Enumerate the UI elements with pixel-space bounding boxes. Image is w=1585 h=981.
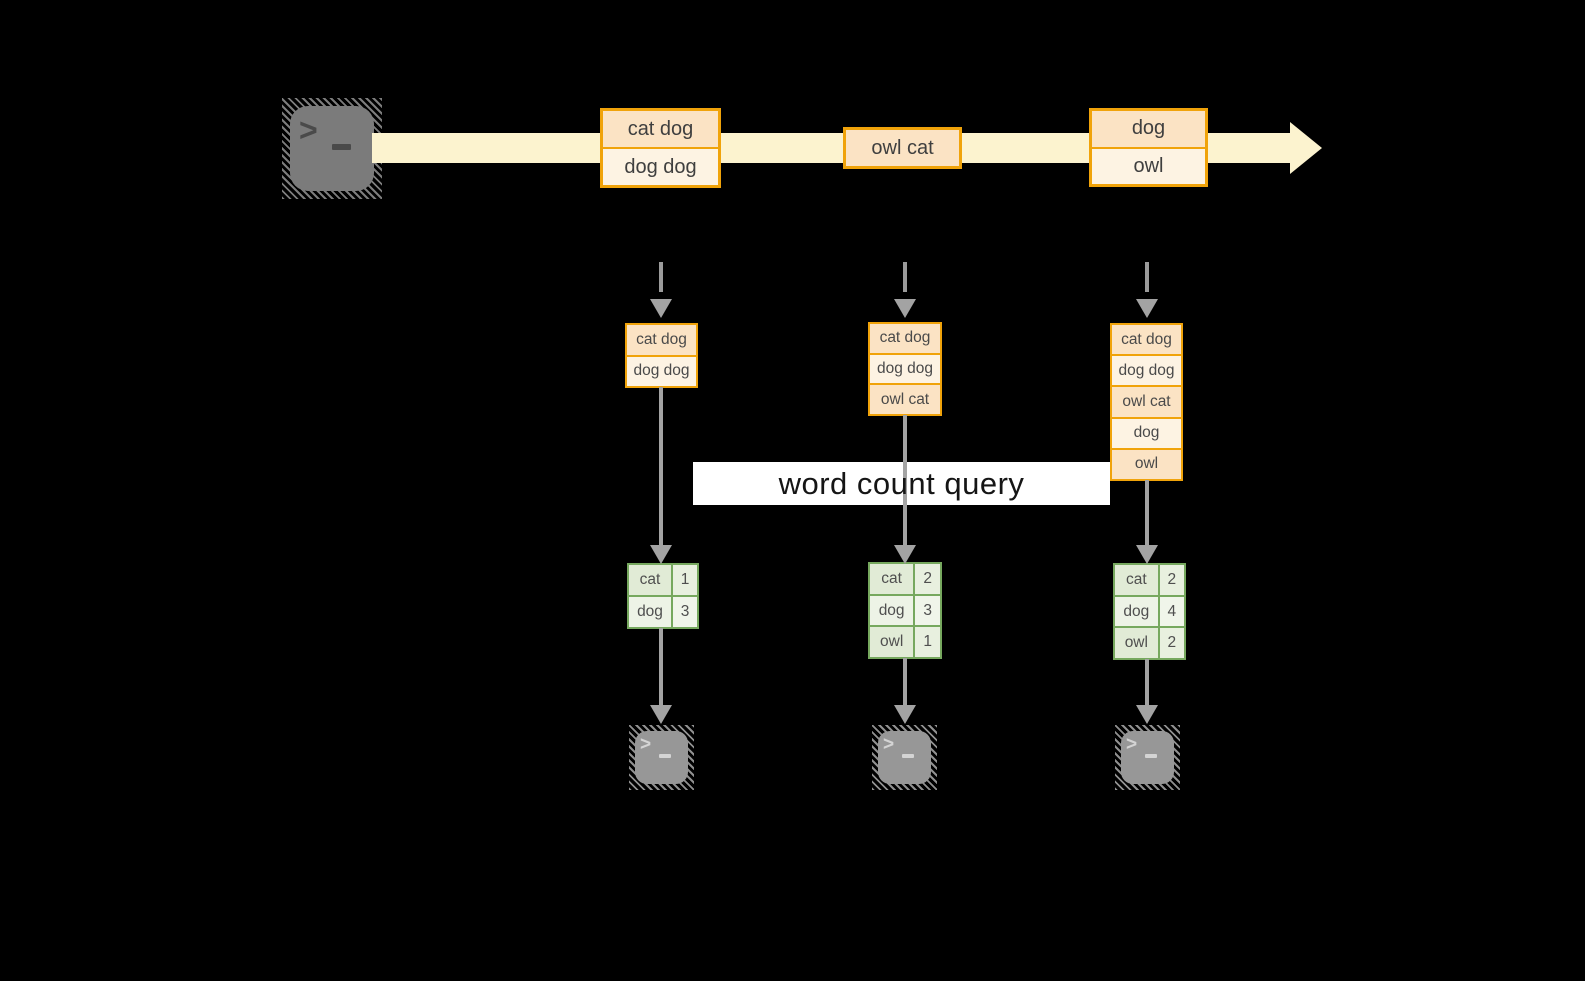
- terminal-screen: >: [290, 106, 374, 191]
- count-cell: 1: [671, 565, 697, 595]
- stream-arrowhead-icon: [1290, 122, 1322, 174]
- batch-record: owl cat: [846, 130, 959, 166]
- count-cell: 2: [1157, 565, 1184, 595]
- table-row: dog 4: [1115, 594, 1184, 627]
- dashed-arrow-line: [1145, 262, 1149, 292]
- terminal-screen: >: [1121, 731, 1174, 784]
- terminal-icon: >: [1115, 725, 1180, 790]
- count-cell: 1: [913, 627, 940, 658]
- state-record: owl cat: [870, 383, 940, 415]
- state-box-2: cat dog dog dog owl cat: [868, 322, 942, 416]
- result-table-3: cat 2 dog 4 owl 2: [1113, 563, 1186, 660]
- query-label-box: [693, 462, 1110, 505]
- dashed-arrowhead-icon: [1136, 299, 1158, 318]
- state-record: cat dog: [1112, 325, 1181, 355]
- stream-batch-2: owl cat: [843, 127, 962, 169]
- dashed-arrow-line: [903, 262, 907, 292]
- state-record: dog: [1112, 416, 1181, 448]
- count-cell: 2: [913, 564, 940, 594]
- state-record: cat dog: [870, 324, 940, 353]
- prompt-chevron-icon: >: [1126, 734, 1138, 755]
- word-cell: owl: [870, 627, 914, 658]
- table-row: dog 3: [629, 595, 697, 627]
- table-row: cat 2: [1115, 565, 1184, 595]
- prompt-underscore-icon: [902, 754, 914, 758]
- batch-record: owl: [1092, 146, 1205, 184]
- batch-record: dog: [1092, 111, 1205, 147]
- dashed-arrowhead-icon: [894, 299, 916, 318]
- prompt-chevron-icon: >: [640, 734, 652, 755]
- word-cell: cat: [1115, 565, 1158, 595]
- arrowhead-icon: [650, 545, 672, 564]
- arrow-line: [659, 628, 663, 705]
- count-cell: 2: [1157, 628, 1184, 659]
- batch-record: cat dog: [603, 111, 718, 147]
- arrow-line: [1145, 480, 1149, 545]
- terminal-screen: >: [635, 731, 688, 784]
- batch-record: dog dog: [603, 147, 718, 185]
- arrow-line: [903, 658, 907, 705]
- state-record: dog dog: [870, 352, 940, 384]
- word-cell: cat: [629, 565, 671, 595]
- state-record: dog dog: [627, 354, 696, 386]
- terminal-icon: >: [282, 98, 382, 199]
- result-table-2: cat 2 dog 3 owl 1: [868, 562, 942, 659]
- state-record: cat dog: [627, 325, 696, 355]
- result-table-1: cat 1 dog 3: [627, 563, 699, 629]
- dashed-arrowhead-icon: [650, 299, 672, 318]
- terminal-icon: >: [629, 725, 694, 790]
- state-record: owl: [1112, 447, 1181, 480]
- count-cell: 3: [913, 595, 940, 626]
- word-cell: cat: [870, 564, 914, 594]
- prompt-underscore-icon: [332, 144, 351, 150]
- arrow-line: [1145, 659, 1149, 705]
- table-row: cat 2: [870, 564, 940, 594]
- arrow-line: [903, 415, 907, 545]
- arrowhead-icon: [894, 545, 916, 564]
- prompt-chevron-icon: >: [883, 734, 895, 755]
- word-cell: dog: [629, 597, 671, 627]
- table-row: dog 3: [870, 593, 940, 626]
- terminal-screen: >: [878, 731, 931, 784]
- state-record: dog dog: [1112, 354, 1181, 386]
- arrowhead-icon: [650, 705, 672, 724]
- query-label: word count query: [778, 465, 1025, 501]
- table-row: cat 1: [629, 565, 697, 595]
- state-record: owl cat: [1112, 385, 1181, 417]
- table-row: owl 1: [870, 625, 940, 658]
- prompt-chevron-icon: >: [299, 112, 318, 148]
- word-cell: dog: [870, 595, 914, 626]
- count-cell: 4: [1157, 596, 1184, 627]
- prompt-underscore-icon: [659, 754, 671, 758]
- table-row: owl 2: [1115, 626, 1184, 659]
- arrowhead-icon: [894, 705, 916, 724]
- arrowhead-icon: [1136, 705, 1158, 724]
- count-cell: 3: [671, 597, 697, 627]
- word-cell: owl: [1115, 628, 1158, 659]
- dashed-arrow-line: [659, 262, 663, 292]
- stream-batch-3: dog owl: [1089, 108, 1208, 187]
- prompt-underscore-icon: [1145, 754, 1157, 758]
- arrowhead-icon: [1136, 545, 1158, 564]
- state-box-1: cat dog dog dog: [625, 323, 698, 388]
- terminal-icon: >: [872, 725, 937, 790]
- arrow-line: [659, 387, 663, 545]
- stream-batch-1: cat dog dog dog: [600, 108, 721, 188]
- state-box-3: cat dog dog dog owl cat dog owl: [1110, 323, 1183, 481]
- word-cell: dog: [1115, 596, 1158, 627]
